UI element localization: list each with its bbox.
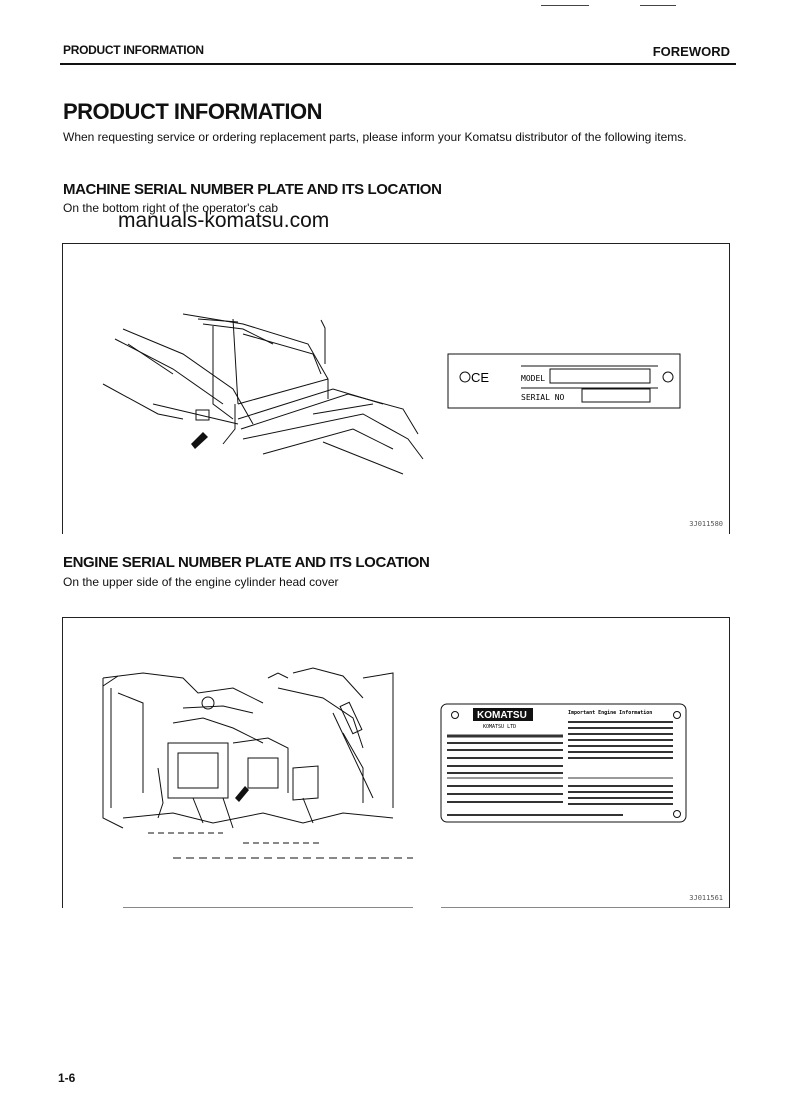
top-edge-mark (640, 5, 676, 6)
machine-figure-id: 3J011580 (689, 520, 723, 528)
page-title: PRODUCT INFORMATION (63, 99, 322, 124)
engine-serial-plate: KOMATSU KOMATSU LTD Important Engine Inf… (440, 703, 687, 823)
intro-paragraph: When requesting service or ordering repl… (63, 130, 687, 144)
watermark: manuals-komatsu.com (118, 209, 330, 232)
header-section-label: PRODUCT INFORMATION (63, 43, 204, 57)
engine-plate-info-title: Important Engine Information (568, 710, 652, 716)
location-arrow-icon (191, 432, 208, 449)
ce-mark: CE (471, 370, 489, 385)
engine-plate-figure: KOMATSU KOMATSU LTD Important Engine Inf… (62, 617, 730, 909)
machine-cab-illustration: CE MODEL SERIAL NO (102, 313, 681, 475)
engine-figure-id: 3J011561 (689, 894, 723, 902)
engine-plate-heading: ENGINE SERIAL NUMBER PLATE AND ITS LOCAT… (63, 554, 430, 571)
header-rule (60, 63, 736, 65)
plate-serial-label: SERIAL NO (521, 393, 565, 402)
machine-plate-location: On the bottom right of the operator's ca… (63, 201, 279, 215)
engine-illustration: KOMATSU KOMATSU LTD Important Engine Inf… (102, 667, 729, 909)
top-edge-mark (541, 5, 589, 6)
location-arrow-icon (235, 786, 249, 802)
machine-plate-figure: CE MODEL SERIAL NO 3J011580 (62, 243, 730, 534)
machine-plate-heading: MACHINE SERIAL NUMBER PLATE AND ITS LOCA… (63, 181, 442, 198)
machine-serial-plate: CE MODEL SERIAL NO (447, 353, 681, 409)
engine-plate-brand: KOMATSU (477, 710, 527, 721)
header-chapter-label: FOREWORD (652, 44, 730, 59)
page-number: 1-6 (58, 1071, 76, 1085)
plate-model-label: MODEL (521, 374, 545, 383)
engine-plate-company: KOMATSU LTD (483, 724, 516, 730)
engine-plate-location: On the upper side of the engine cylinder… (63, 575, 339, 589)
